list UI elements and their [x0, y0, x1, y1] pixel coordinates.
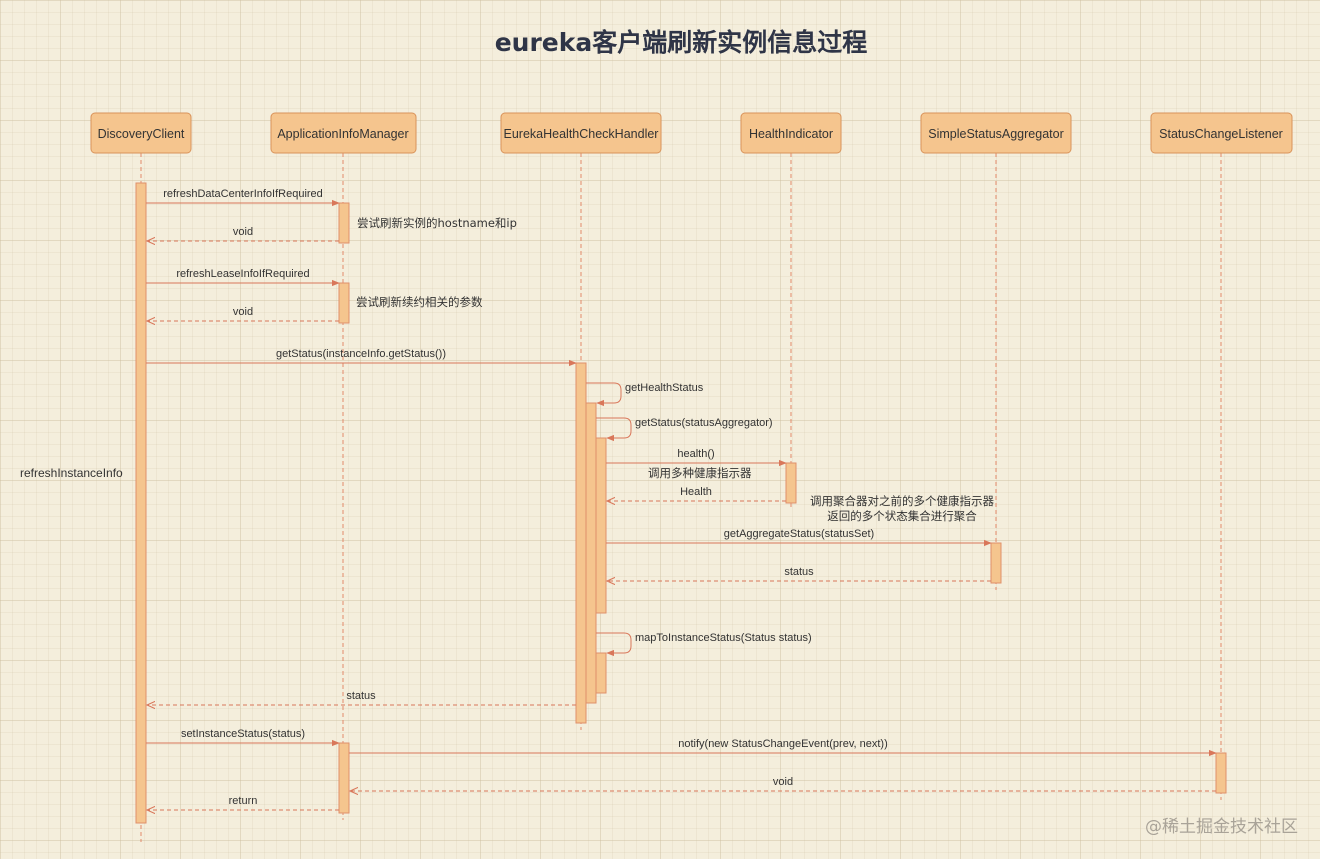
- message-label: refreshDataCenterInfoIfRequired: [163, 188, 323, 200]
- message-status-return: status: [147, 690, 576, 705]
- messages: refreshDataCenterInfoIfRequired void ref…: [146, 188, 1217, 810]
- message-get-status-aggregator: getStatus(statusAggregator): [596, 417, 773, 442]
- participant-box: [270, 112, 417, 154]
- activation-status-change-listener: [1215, 752, 1227, 794]
- message-label: return: [229, 795, 258, 807]
- message-notify: notify(new StatusChangeEvent(prev, next)…: [349, 738, 1217, 757]
- message-label: status: [784, 566, 814, 578]
- message-set-instance-status: setInstanceStatus(status): [146, 728, 340, 747]
- message-label: health(): [677, 448, 714, 460]
- activation-aggregator: [990, 542, 1002, 584]
- participant-label: StatusChangeListener: [1159, 127, 1283, 141]
- message-notify-void-return: void: [350, 776, 1216, 791]
- message-aggregate-status-return: status: [607, 566, 991, 581]
- activation-health-indicator: [785, 462, 797, 504]
- activation-aim-refresh-datacenter: [338, 202, 350, 244]
- message-get-health-status: getHealthStatus: [586, 382, 704, 407]
- participant-label: ApplicationInfoManager: [277, 127, 408, 141]
- participant-box: [920, 112, 1072, 154]
- message-label: refreshLeaseInfoIfRequired: [176, 268, 309, 280]
- note-refresh-hostname-ip: 尝试刷新实例的hostname和ip: [357, 216, 517, 230]
- participant-label: DiscoveryClient: [98, 127, 185, 141]
- activation-ehc-map-instance-status: [595, 652, 607, 694]
- participant-status-change-listener: StatusChangeListener: [1150, 112, 1293, 154]
- diagram-title: eureka客户端刷新实例信息过程: [495, 28, 868, 57]
- participant-health-indicator: HealthIndicator: [740, 112, 842, 154]
- message-map-to-instance-status: mapToInstanceStatus(Status status): [596, 632, 812, 657]
- participant-eureka-health-check-handler: EurekaHealthCheckHandler: [500, 112, 662, 154]
- message-get-aggregate-status: getAggregateStatus(statusSet): [606, 528, 992, 547]
- message-label: void: [773, 776, 793, 788]
- message-void-return-2: void: [147, 306, 339, 321]
- note-aggregate-line-1: 调用聚合器对之前的多个健康指示器: [810, 494, 994, 508]
- watermark: @稀土掘金技术社区: [1145, 817, 1298, 837]
- participant-box: [90, 112, 192, 154]
- message-refresh-lease-info: refreshLeaseInfoIfRequired: [146, 268, 340, 287]
- participant-label: SimpleStatusAggregator: [928, 127, 1064, 141]
- activation-discovery-client: [135, 182, 147, 824]
- participant-discovery-client: DiscoveryClient: [90, 112, 192, 154]
- participant-label: EurekaHealthCheckHandler: [504, 127, 659, 141]
- activation-bars: [135, 182, 1227, 824]
- message-void-return-1: void: [147, 226, 339, 241]
- message-health-call: health(): [606, 448, 787, 467]
- participant-application-info-manager: ApplicationInfoManager: [270, 112, 417, 154]
- message-label: void: [233, 306, 253, 318]
- message-label: getStatus(statusAggregator): [635, 417, 773, 429]
- message-label: Health: [680, 486, 712, 498]
- note-call-health-indicators: 调用多种健康指示器: [648, 466, 752, 480]
- note-refresh-lease-params: 尝试刷新续约相关的参数: [356, 295, 483, 309]
- participant-label: HealthIndicator: [749, 127, 833, 141]
- message-label: mapToInstanceStatus(Status status): [635, 632, 812, 644]
- message-label: notify(new StatusChangeEvent(prev, next)…: [678, 738, 888, 750]
- participant-box: [500, 112, 662, 154]
- side-label-refresh-instance-info: refreshInstanceInfo: [20, 466, 123, 480]
- participant-box: [740, 112, 842, 154]
- message-health-return: Health: [607, 486, 786, 501]
- message-refresh-datacenter-info: refreshDataCenterInfoIfRequired: [146, 188, 340, 207]
- message-label: getStatus(instanceInfo.getStatus()): [276, 348, 446, 360]
- message-label: status: [346, 690, 376, 702]
- message-get-status: getStatus(instanceInfo.getStatus()): [146, 348, 577, 367]
- activation-aim-refresh-lease: [338, 282, 350, 324]
- participants: DiscoveryClient ApplicationInfoManager E…: [90, 112, 1293, 154]
- message-arrow: [596, 417, 632, 442]
- note-aggregate-line-2: 返回的多个状态集合进行聚合: [827, 509, 977, 523]
- participant-simple-status-aggregator: SimpleStatusAggregator: [920, 112, 1072, 154]
- participant-box: [1150, 112, 1293, 154]
- message-label: getHealthStatus: [625, 382, 704, 394]
- activation-ehc-get-status: [575, 362, 587, 724]
- notes: 尝试刷新实例的hostname和ip 尝试刷新续约相关的参数 调用多种健康指示器…: [356, 216, 994, 523]
- message-label: getAggregateStatus(statusSet): [724, 528, 874, 540]
- message-label: setInstanceStatus(status): [181, 728, 305, 740]
- activation-aim-set-instance-status: [338, 742, 350, 814]
- activation-ehc-get-health-status: [585, 402, 597, 704]
- message-label: void: [233, 226, 253, 238]
- message-final-return: return: [147, 795, 339, 810]
- message-arrow: [596, 632, 632, 657]
- activation-ehc-get-status-aggregator: [595, 437, 607, 614]
- message-arrow: [586, 382, 622, 407]
